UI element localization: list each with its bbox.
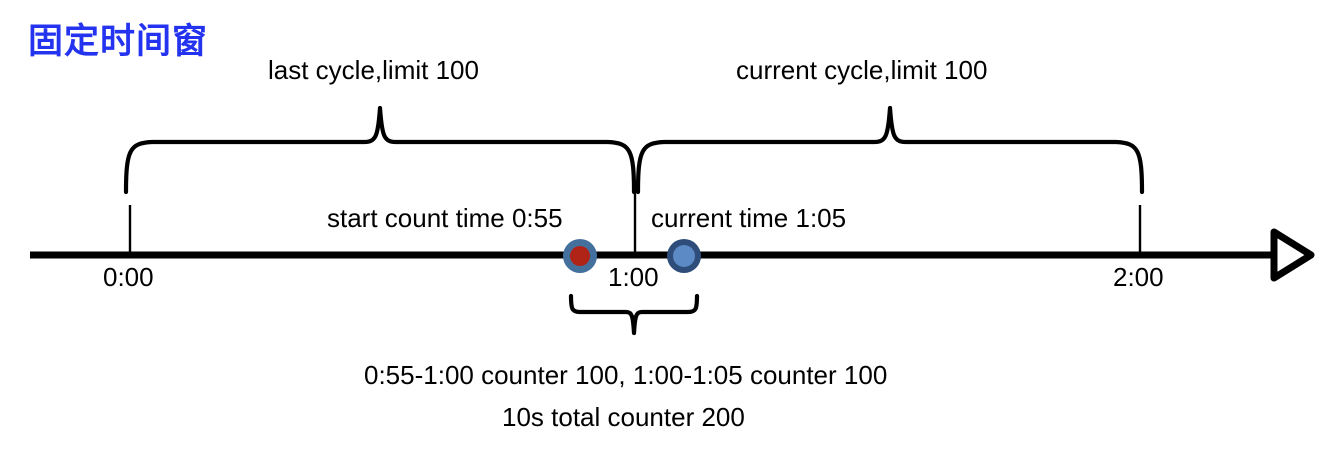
- arrow-right-outline-icon: [1270, 228, 1315, 282]
- start-count-time-label: start count time 0:55: [327, 203, 563, 233]
- blue-dot-marker: [667, 239, 701, 273]
- current-cycle-label: current cycle,limit 100: [736, 55, 988, 85]
- page-title: 固定时间窗: [28, 22, 209, 61]
- summary-counters-line: 0:55-1:00 counter 100, 1:00-1:05 counter…: [364, 360, 888, 390]
- last-cycle-label: last cycle,limit 100: [268, 55, 479, 85]
- current-time-label: current time 1:05: [651, 203, 847, 233]
- red-dot-marker: [563, 239, 597, 273]
- tick-label-2-00: 2:00: [1113, 262, 1164, 292]
- brace-last-cycle: [123, 105, 637, 195]
- tick-label-0-00: 0:00: [103, 262, 154, 292]
- brace-current-cycle: [635, 105, 1145, 195]
- tick-label-1-00: 1:00: [608, 262, 659, 292]
- brace-counting-span: [568, 293, 700, 336]
- summary-total-line: 10s total counter 200: [502, 402, 745, 432]
- axis-tick-marks: [128, 190, 1142, 256]
